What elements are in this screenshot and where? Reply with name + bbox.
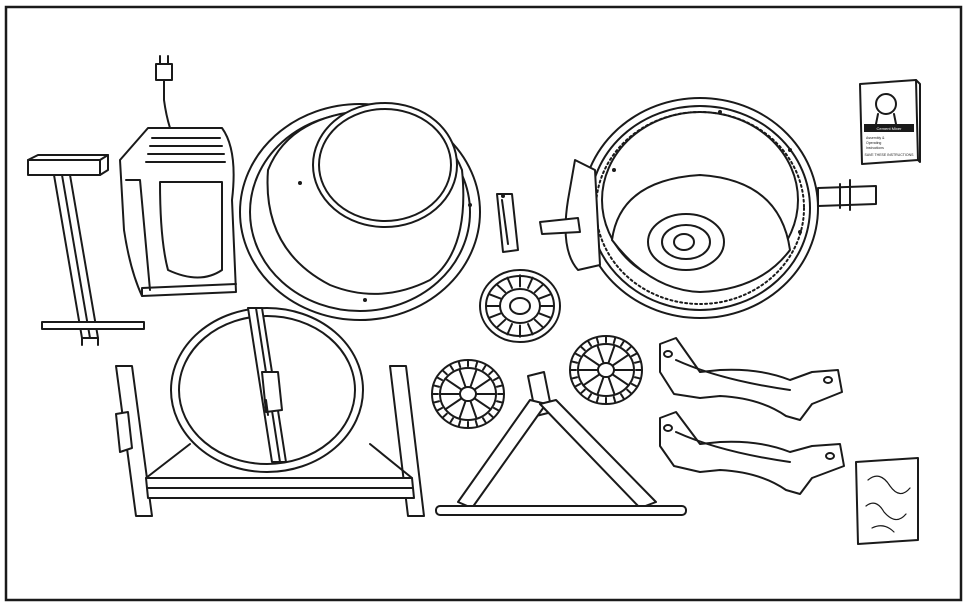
wheel-tread <box>595 336 600 345</box>
wheel-tread <box>432 384 441 388</box>
wheel-tread <box>570 376 579 380</box>
manual-title: Cement Mixer <box>877 126 903 131</box>
wheel-tread <box>492 406 501 412</box>
wheel-tread <box>626 388 633 395</box>
wheel-tread <box>620 393 625 400</box>
manual-footer: SAVE THESE INSTRUCTIONS <box>865 153 915 157</box>
gear-slot <box>527 276 534 289</box>
gear-slot <box>538 293 552 300</box>
drum-ring-part <box>170 307 364 473</box>
manual-line-1: Assembly & <box>866 136 885 140</box>
wheel-spoke <box>444 397 463 411</box>
wheel-tread <box>449 417 454 424</box>
wheel-tread <box>432 400 441 404</box>
wheel-tread <box>573 382 582 388</box>
wheel-tread <box>495 384 504 388</box>
wheel-tread <box>482 364 487 371</box>
base-frame-part <box>115 365 425 517</box>
wheel-spoke <box>611 373 630 387</box>
support-leg-part <box>27 154 145 346</box>
drum-top-part <box>239 102 481 321</box>
wheel-spoke <box>444 377 463 391</box>
wheel-tread <box>626 345 633 352</box>
gear-slot <box>495 318 507 329</box>
wheel-tread <box>612 395 617 404</box>
wheel-tread <box>449 364 454 371</box>
wheel-tread <box>579 345 586 352</box>
wheel-tread <box>612 336 617 345</box>
wheel-spoke <box>582 373 601 387</box>
gear-slot <box>488 293 502 300</box>
wheel-tread <box>620 340 625 347</box>
gear-slot <box>495 283 507 294</box>
gear-slot <box>527 323 534 336</box>
wheel-spoke <box>607 376 616 396</box>
wheel-tread <box>482 417 487 424</box>
wheel-spoke <box>469 400 478 420</box>
wheel-tread <box>595 395 600 404</box>
motor-housing-part <box>119 55 237 297</box>
wheel-tread <box>573 352 582 358</box>
wheel-right-part <box>569 335 643 405</box>
curved-bracket-bottom-part <box>659 411 845 495</box>
wheel-spoke <box>458 400 467 420</box>
wheel-tread <box>630 352 639 358</box>
wheel-spoke <box>458 368 467 388</box>
wheel-tread <box>488 369 495 376</box>
wheel-tread <box>474 360 479 369</box>
manual-line-2: Operating <box>866 141 881 145</box>
small-bracket-part <box>496 193 519 253</box>
drum-bottom-part <box>539 97 877 319</box>
wheel-tread <box>474 419 479 428</box>
wheel-tread <box>587 340 592 347</box>
wheel-tread <box>630 382 639 388</box>
wheel-tread <box>492 376 501 382</box>
gear-slot <box>488 312 502 319</box>
manual-line-3: Instructions <box>866 146 884 150</box>
wheel-spoke <box>596 376 605 396</box>
wheel-tread <box>579 388 586 395</box>
wheel-spoke <box>596 344 605 364</box>
wheel-tread <box>633 376 642 380</box>
wheel-spoke <box>607 344 616 364</box>
wheel-tread <box>587 393 592 400</box>
gear-slot <box>538 312 552 319</box>
hardware-bag-part <box>855 457 919 545</box>
wheel-tread <box>435 376 444 382</box>
wheel-tread <box>441 412 448 419</box>
wheel-spoke <box>611 353 630 367</box>
wheel-spoke <box>469 368 478 388</box>
wheel-tread <box>457 419 462 428</box>
wheel-spoke <box>582 353 601 367</box>
manual-booklet: Cement Mixer Assembly & Operating Instru… <box>859 79 921 165</box>
wheel-tread <box>435 406 444 412</box>
wheel-tread <box>570 360 579 364</box>
wheel-left-part <box>431 359 505 429</box>
gear-slot <box>533 318 545 329</box>
wheel-tread <box>495 400 504 404</box>
wheel-tread <box>441 369 448 376</box>
gear-slot <box>506 323 513 336</box>
wheel-tread <box>457 360 462 369</box>
gear-slot <box>533 283 545 294</box>
wheel-tread <box>488 412 495 419</box>
gear-slot <box>506 276 513 289</box>
wheel-spoke <box>473 377 492 391</box>
wheel-tread <box>633 360 642 364</box>
curved-bracket-top-part <box>659 337 843 421</box>
wheel-spoke <box>473 397 492 411</box>
a-frame-leg-part <box>435 371 687 516</box>
drive-gear-part <box>479 269 561 343</box>
